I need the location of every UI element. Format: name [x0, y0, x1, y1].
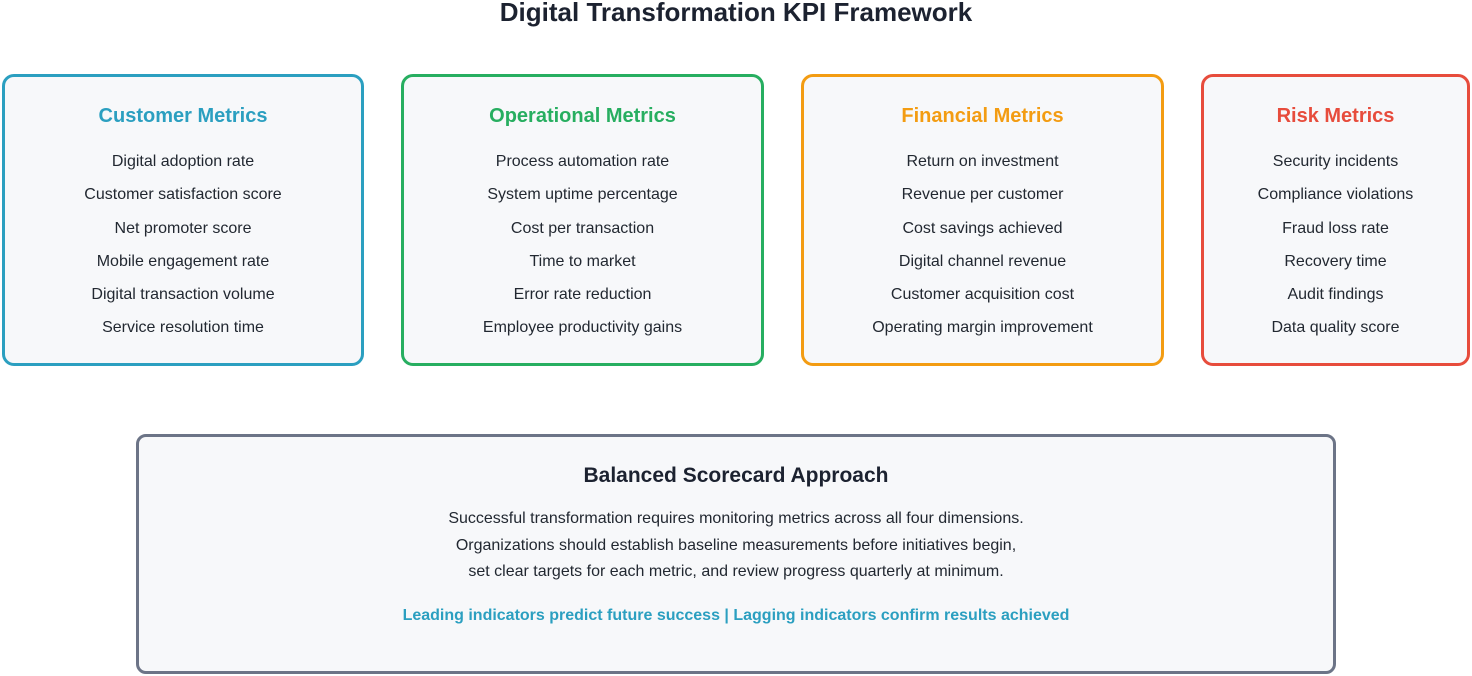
list-item: Revenue per customer — [901, 186, 1064, 204]
list-item: Security incidents — [1272, 153, 1399, 170]
card-title: Operational Metrics — [489, 105, 676, 127]
financial-metrics-card: Financial Metrics Return on investment R… — [801, 74, 1164, 366]
card-title: Financial Metrics — [901, 105, 1064, 127]
indicator-summary: Leading indicators predict future succes… — [402, 607, 1070, 624]
list-item: Net promoter score — [114, 219, 252, 237]
summary-title: Balanced Scorecard Approach — [583, 464, 889, 487]
list-item: Recovery time — [1284, 252, 1387, 270]
list-item: Process automation rate — [495, 153, 670, 170]
card-title: Risk Metrics — [1276, 105, 1395, 127]
list-item: Customer acquisition cost — [890, 286, 1075, 304]
metric-list: Digital adoption rate Customer satisfact… — [5, 145, 361, 345]
list-item: Fraud loss rate — [1282, 219, 1389, 237]
list-item: Audit findings — [1287, 286, 1384, 304]
list-item: System uptime percentage — [487, 186, 678, 204]
list-item: Time to market — [529, 252, 636, 270]
summary-line: set clear targets for each metric, and r… — [468, 563, 1004, 580]
list-item: Error rate reduction — [513, 286, 652, 304]
summary-line: Successful transformation requires monit… — [448, 510, 1024, 527]
list-item: Mobile engagement rate — [96, 252, 270, 270]
risk-metrics-card: Risk Metrics Security incidents Complian… — [1201, 74, 1470, 366]
list-item: Cost per transaction — [510, 219, 655, 237]
list-item: Digital transaction volume — [91, 286, 275, 304]
page-title: Digital Transformation KPI Framework — [499, 0, 973, 27]
list-item: Operating margin improvement — [872, 319, 1093, 337]
list-item: Return on investment — [906, 153, 1059, 170]
list-item: Compliance violations — [1257, 186, 1414, 204]
summary-line: Organizations should establish baseline … — [455, 536, 1017, 554]
list-item: Customer satisfaction score — [84, 186, 282, 204]
list-item: Employee productivity gains — [482, 319, 683, 337]
balanced-scorecard-panel: Balanced Scorecard Approach Successful t… — [136, 434, 1336, 674]
list-item: Service resolution time — [102, 319, 264, 337]
list-item: Data quality score — [1271, 319, 1400, 337]
metric-list: Security incidents Compliance violations… — [1204, 145, 1467, 345]
card-title: Customer Metrics — [98, 105, 268, 127]
metric-list: Process automation rate System uptime pe… — [404, 145, 761, 345]
metric-list: Return on investment Revenue per custome… — [804, 145, 1161, 345]
list-item: Cost savings achieved — [902, 219, 1063, 237]
customer-metrics-card: Customer Metrics Digital adoption rate C… — [2, 74, 364, 366]
list-item: Digital adoption rate — [111, 153, 255, 170]
list-item: Digital channel revenue — [898, 252, 1067, 270]
operational-metrics-card: Operational Metrics Process automation r… — [401, 74, 764, 366]
summary-body: Successful transformation requires monit… — [139, 506, 1333, 586]
